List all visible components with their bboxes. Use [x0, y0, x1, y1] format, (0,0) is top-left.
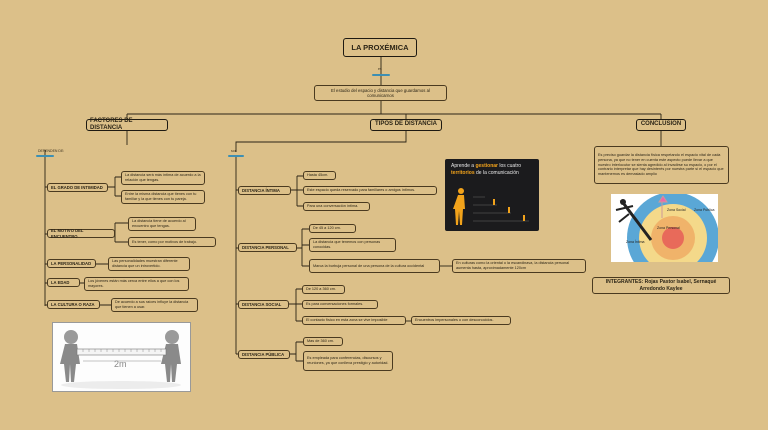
tipo-social[interactable]: DISTANCIA SOCIAL	[238, 300, 289, 309]
branch-conclusion[interactable]: CONCLUSIÓN	[636, 119, 686, 131]
tipo-note-extra[interactable]: Encuentros impersonales o con desconocid…	[411, 316, 511, 325]
tipo-note[interactable]: Es empleada para conferencias, discursos…	[303, 351, 393, 371]
tipo-note[interactable]: Para una conversación íntima.	[303, 202, 370, 211]
factores-bar	[36, 155, 54, 157]
tipo-note[interactable]: Es para conversaciones formales.	[302, 300, 378, 309]
tipo-publica[interactable]: DISTANCIA PÚBLICA	[238, 350, 290, 359]
factor-edad[interactable]: LA EDAD	[47, 278, 80, 287]
zone-label: Zona Pública	[694, 208, 714, 212]
distance-2m-image: 2m	[52, 322, 191, 392]
integrantes-node[interactable]: INTEGRANTES: Rojas Pastor Isabel, Sernaq…	[592, 277, 730, 294]
factor-note[interactable]: Los jóvenes están más cerca entre ellos …	[84, 277, 189, 291]
connector-bar	[372, 74, 390, 76]
factor-note[interactable]: De acuerdo a sus raíces influye la dista…	[111, 298, 198, 312]
factor-cultura[interactable]: LA CULTURA O RAZA	[47, 300, 100, 309]
factor-note[interactable]: Las personalidades muestran diferente di…	[108, 257, 190, 271]
figures-ruler-illustration	[53, 323, 190, 391]
tipo-note[interactable]: Este espacio queda reservado para famili…	[303, 186, 437, 195]
tipos-bar	[228, 155, 244, 157]
branch-factores[interactable]: FACTORES DE DISTANCIA	[86, 119, 168, 131]
depends-label: DEPENDEN DE:	[38, 149, 64, 153]
tipo-note[interactable]: De 45 a 120 cm.	[309, 224, 356, 233]
conclusion-text[interactable]: Es preciso guardar la distancia física r…	[594, 146, 729, 184]
factor-note[interactable]: Entre la misma distancia que tienes con …	[121, 190, 205, 204]
tipo-note[interactable]: De 120 a 360 cm.	[302, 285, 345, 294]
definition-node[interactable]: El estudio del espacio y distancia que g…	[314, 85, 447, 101]
zone-label: Zona Íntima	[626, 240, 644, 244]
tipo-note[interactable]: Hasta 45cm.	[303, 171, 336, 180]
main-title[interactable]: LA PROXÉMICA	[343, 38, 417, 57]
tipo-note[interactable]: Mas de 360 cm.	[303, 337, 343, 346]
tipo-note[interactable]: La distancia que tenemos con personas co…	[309, 238, 396, 252]
silhouette-illustration	[445, 159, 539, 231]
distance-caption: 2m	[114, 359, 127, 369]
tipo-intima[interactable]: DISTANCIA ÍNTIMA	[238, 186, 291, 195]
factor-note[interactable]: La distancia será más íntima de acuerdo …	[121, 171, 205, 185]
tipo-personal[interactable]: DISTANCIA PERSONAL	[238, 243, 297, 252]
tipo-note-extra[interactable]: En culturas como la oriental o la escand…	[452, 259, 586, 273]
territorios-image: Aprende a gestionar los cuatro territori…	[445, 159, 539, 231]
tipo-note[interactable]: El contacto físico en esta zona se vive …	[302, 316, 406, 325]
zone-label: Zona Personal	[657, 226, 680, 230]
son-label: son	[231, 149, 237, 153]
zones-image: Zona Social Zona Pública Zona Personal Z…	[611, 194, 718, 262]
es-label: es	[378, 67, 382, 71]
factor-personalidad[interactable]: LA PERSONALIDAD	[47, 259, 96, 268]
zone-label: Zona Social	[667, 208, 685, 212]
factor-note[interactable]: La distancia tiene de acuerdo al encuent…	[128, 217, 196, 231]
factor-note[interactable]: Es tener, como por motivos de trabajo.	[128, 237, 216, 247]
tipo-note[interactable]: Marca la burbuja personal de una persona…	[309, 259, 440, 273]
branch-tipos[interactable]: TIPOS DE DISTANCIA	[370, 119, 442, 131]
factor-intimidad[interactable]: EL GRADO DE INTIMIDAD	[47, 183, 108, 192]
factor-motivo[interactable]: EL MOTIVO DEL ENCUENTRO	[47, 229, 115, 238]
